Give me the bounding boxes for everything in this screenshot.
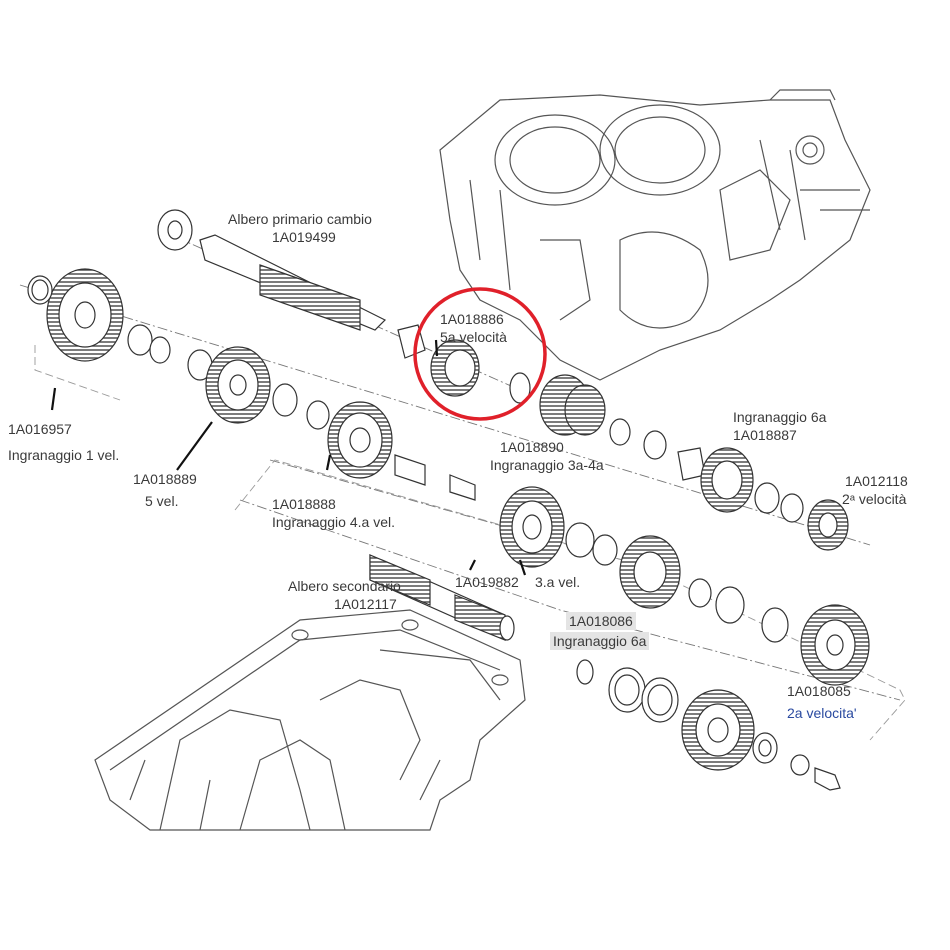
label-gear-6th-primary: Ingranaggio 6a 1A018887 bbox=[733, 408, 826, 444]
gear-6th-primary-name: Ingranaggio 6a bbox=[733, 409, 827, 425]
gear-1st-code: 1A016957 bbox=[8, 421, 72, 437]
label-gear-2nd-primary: 1A012118 2ᵃ velocità bbox=[842, 472, 908, 508]
gear-5th-name: 5 vel. bbox=[145, 493, 179, 509]
label-gear-2nd-secondary: 1A018085 2a velocita' bbox=[787, 682, 857, 722]
gear-3rd-code: 1A019882 bbox=[455, 574, 519, 590]
gear-4th-name: Ingranaggio 4.a vel. bbox=[272, 514, 395, 530]
label-gear-6th-secondary: 1A018086 Ingranaggio 6a bbox=[550, 612, 650, 650]
gear-2nd-primary-code: 1A012118 bbox=[845, 473, 908, 489]
gear-5th-primary-code: 1A018886 bbox=[440, 311, 504, 327]
secondary-shaft-name: Albero secondario bbox=[288, 578, 401, 594]
gear-2nd-secondary-code: 1A018085 bbox=[787, 683, 851, 699]
gear-4th-code: 1A018888 bbox=[272, 496, 336, 512]
secondary-shaft-code: 1A012117 bbox=[334, 596, 397, 612]
bracket-lines bbox=[34, 345, 906, 741]
gear-2nd-secondary-name: 2a velocita' bbox=[787, 705, 857, 721]
gear-6th-secondary-name: Ingranaggio 6a bbox=[550, 632, 650, 650]
gear-5th-primary-name: 5a velocità bbox=[440, 329, 507, 345]
engine-block-lower bbox=[94, 609, 526, 831]
gear-3rd-name: 3.a vel. bbox=[535, 574, 581, 590]
engine-block-upper bbox=[439, 89, 871, 381]
label-primary-shaft: Albero primario cambio 1A019499 bbox=[228, 210, 372, 246]
label-gear-5th: 1A018889 5 vel. bbox=[133, 470, 197, 510]
label-gear-5th-primary: 1A018886 5a velocità bbox=[440, 310, 507, 346]
gear-3rd-4th-code: 1A018890 bbox=[500, 439, 564, 455]
primary-shaft-name: Albero primario cambio bbox=[228, 211, 372, 227]
gear-5th-code: 1A018889 bbox=[133, 471, 197, 487]
label-gear-3rd-name: 3.a vel. bbox=[535, 573, 580, 591]
gear-1st-name: Ingranaggio 1 vel. bbox=[8, 447, 120, 463]
gear-6th-secondary-code: 1A018086 bbox=[566, 612, 636, 630]
leader-lines bbox=[50, 339, 527, 576]
secondary-shaft bbox=[369, 554, 515, 641]
label-secondary-shaft: Albero secondario 1A012117 bbox=[288, 577, 401, 613]
gear-3rd-4th-name: Ingranaggio 3a-4a bbox=[490, 457, 604, 473]
gear-2nd-primary-name: 2ᵃ velocità bbox=[842, 491, 907, 507]
gears bbox=[27, 268, 870, 791]
primary-shaft-code: 1A019499 bbox=[272, 229, 336, 245]
label-gear-4th: 1A018888 Ingranaggio 4.a vel. bbox=[272, 495, 395, 531]
primary-shaft bbox=[157, 209, 387, 331]
highlight-circle bbox=[413, 287, 547, 421]
gear-6th-primary-code: 1A018887 bbox=[733, 427, 797, 443]
label-gear-1st: 1A016957 Ingranaggio 1 vel. bbox=[8, 420, 119, 464]
label-gear-3rd-code: 1A019882 bbox=[455, 573, 519, 591]
label-gear-3rd-4th: 1A018890 Ingranaggio 3a-4a bbox=[490, 438, 604, 474]
